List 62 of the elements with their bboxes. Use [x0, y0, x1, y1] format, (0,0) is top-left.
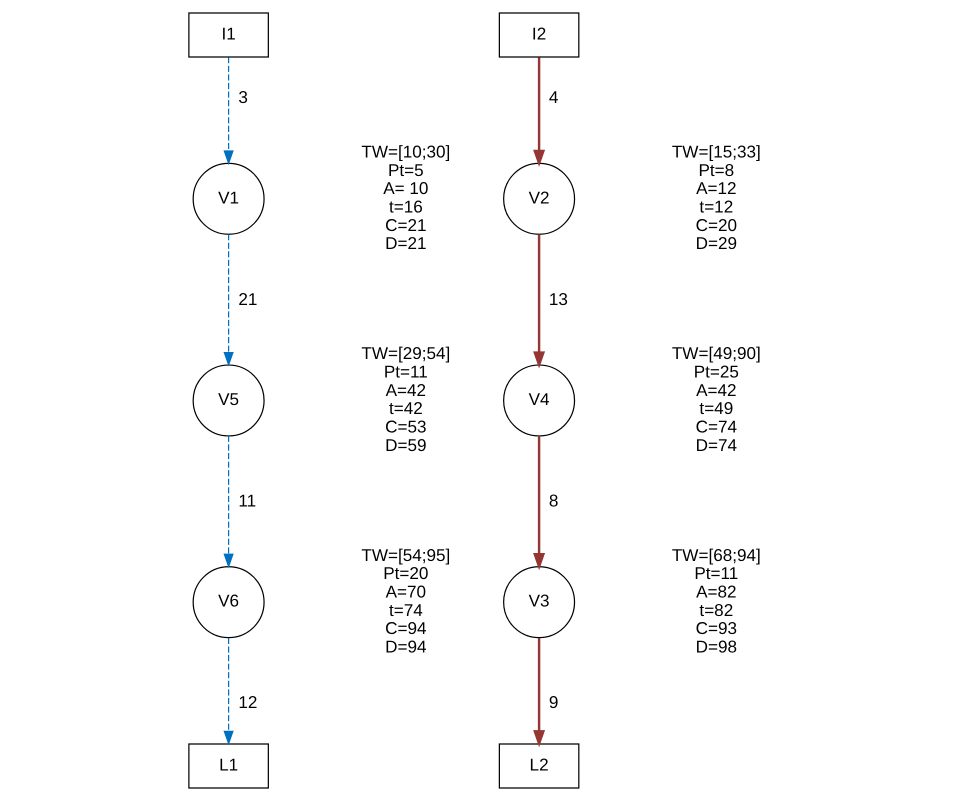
edge-label: 8 — [548, 491, 558, 510]
edge-label: 21 — [238, 290, 258, 309]
node-label: C=20 — [696, 216, 738, 235]
node-label: Pt=11 — [694, 564, 738, 584]
node-label: D=74 — [696, 436, 738, 455]
edge-label: 12 — [238, 693, 258, 712]
node-box: I2 — [498, 12, 580, 58]
node-label: C=74 — [696, 418, 738, 437]
node-circle: V3 — [503, 566, 576, 638]
arrow — [533, 436, 546, 570]
node-label: D=59 — [385, 436, 427, 455]
node-label: t=49 — [699, 399, 734, 418]
node-label: Pt=11 — [384, 362, 428, 382]
arrow — [223, 234, 234, 367]
node-circle: V1 — [192, 162, 265, 235]
node-label: A=42 — [386, 380, 426, 400]
node-box: L2 — [498, 743, 580, 789]
node-label: t=42 — [388, 399, 423, 418]
node-label: C=21 — [385, 216, 427, 235]
node-label: TW=[15;33] — [672, 142, 761, 162]
node-label: Pt=8 — [698, 160, 734, 180]
arrow — [223, 638, 234, 746]
node-label: A=70 — [386, 582, 426, 602]
edge-label: 4 — [548, 88, 558, 108]
node-label: C=53 — [385, 418, 427, 437]
node-label: A=12 — [696, 179, 737, 198]
edge-label: 11 — [238, 491, 256, 510]
node-label: TW=[68;94] — [672, 546, 761, 565]
node-circle: V2 — [503, 162, 576, 235]
node-label: A=82 — [696, 582, 737, 602]
node-label: D=94 — [385, 638, 427, 657]
node-label: TW=[29;54] — [361, 344, 450, 364]
arrow — [533, 57, 546, 167]
arrow — [223, 57, 234, 166]
node-box: I1 — [188, 12, 269, 58]
edge-label: 9 — [548, 693, 558, 712]
arrow — [533, 638, 546, 748]
node-label: D=98 — [696, 638, 738, 657]
node-label: Pt=5 — [388, 160, 424, 180]
node-label: TW=[54;95] — [361, 546, 450, 565]
node-label: t=12 — [699, 198, 734, 217]
node-label: TW=[49;90] — [672, 344, 761, 364]
node-label: C=94 — [385, 619, 427, 638]
node-label: D=29 — [696, 234, 738, 254]
node-circle: V4 — [503, 364, 576, 437]
edge-label: 13 — [548, 290, 568, 309]
edge-label: 3 — [238, 88, 248, 108]
node-label: Pt=25 — [694, 362, 739, 382]
node-label: A=42 — [696, 380, 737, 400]
node-label: A= 10 — [383, 179, 428, 198]
node-label: t=16 — [388, 198, 423, 217]
node-label: Pt=20 — [383, 564, 428, 584]
arrow — [223, 436, 234, 568]
node-label: C=93 — [696, 619, 738, 638]
node-label: D=21 — [385, 234, 427, 254]
node-box: L1 — [188, 743, 269, 789]
node-label: t=74 — [388, 600, 423, 620]
node-circle: V6 — [192, 566, 265, 638]
node-circle: V5 — [192, 364, 265, 437]
arrow — [533, 234, 546, 369]
node-label: t=82 — [699, 600, 734, 620]
node-label: TW=[10;30] — [361, 142, 450, 162]
